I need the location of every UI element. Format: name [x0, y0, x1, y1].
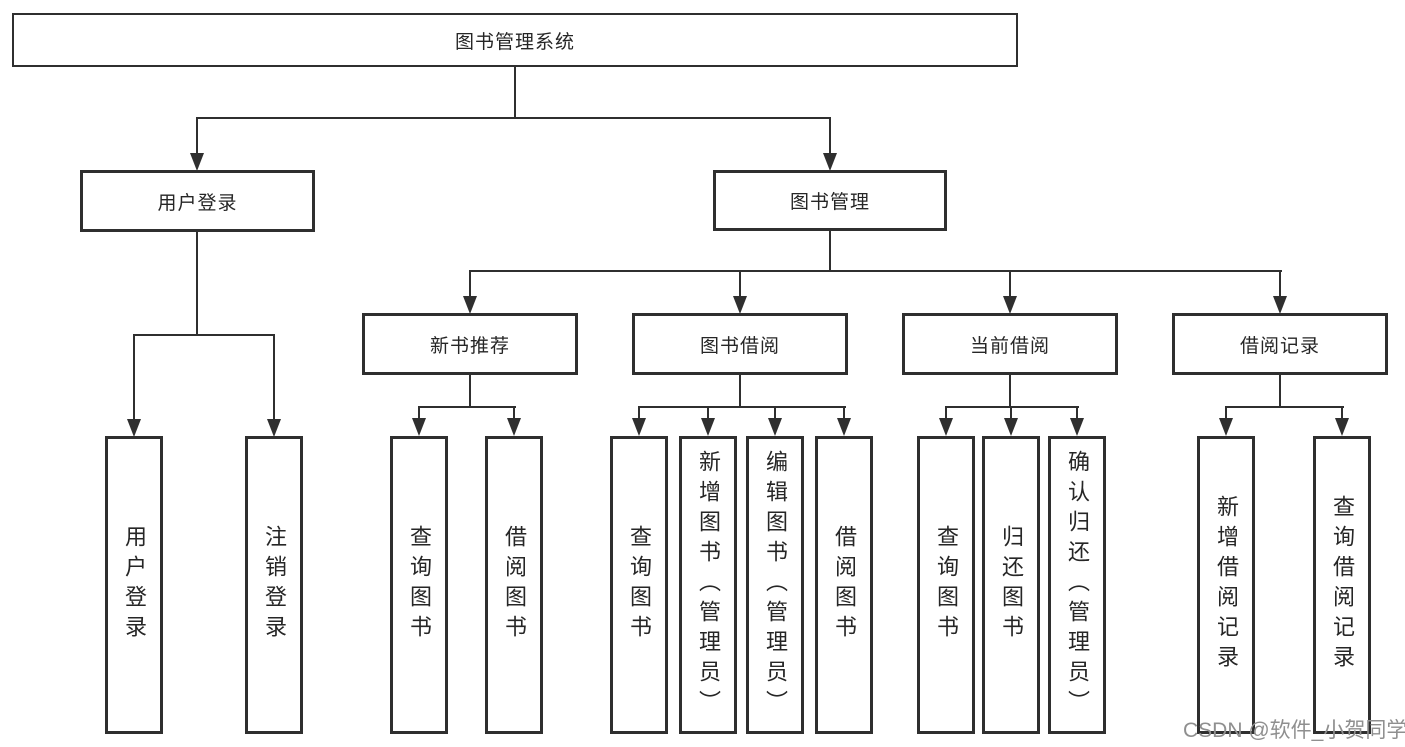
node-library-system: 图书管理系统: [12, 13, 1018, 67]
connector-line: [1279, 270, 1281, 297]
connector-arrowhead: [1335, 418, 1349, 436]
connector-line: [739, 270, 741, 297]
leaf-query-book-recommend: 查询图书: [390, 436, 448, 734]
connector-arrowhead: [1273, 296, 1287, 314]
connector-line: [196, 231, 198, 336]
connector-arrowhead: [733, 296, 747, 314]
leaf-query-borrow-record: 查询借阅记录: [1313, 436, 1371, 734]
leaf-return-book: 归还图书: [982, 436, 1040, 734]
leaf-borrow-book-recommend: 借阅图书: [485, 436, 543, 734]
connector-line: [829, 117, 831, 153]
connector-arrowhead: [701, 418, 715, 436]
connector-line: [1009, 374, 1011, 408]
connector-line: [739, 374, 741, 408]
node-user-login: 用户登录: [80, 170, 315, 232]
connector-line: [829, 231, 831, 272]
node-book-borrow: 图书借阅: [632, 313, 848, 375]
node-book-management: 图书管理: [713, 170, 947, 231]
leaf-query-book-borrow: 查询图书: [610, 436, 668, 734]
connector-line: [1225, 406, 1344, 408]
connector-line: [1010, 406, 1012, 420]
connector-arrowhead: [939, 418, 953, 436]
connector-line: [469, 374, 471, 408]
connector-arrowhead: [1070, 418, 1084, 436]
connector-line: [1341, 406, 1343, 420]
connector-line: [945, 406, 947, 420]
connector-arrowhead: [632, 418, 646, 436]
connector-arrowhead: [412, 418, 426, 436]
connector-line: [418, 406, 516, 408]
connector-line: [774, 406, 776, 420]
leaf-add-book-admin: 新增图书（管理员）: [679, 436, 737, 734]
leaf-confirm-return-admin: 确认归还（管理员）: [1048, 436, 1106, 734]
leaf-edit-book-admin: 编辑图书（管理员）: [746, 436, 804, 734]
leaf-borrow-book: 借阅图书: [815, 436, 873, 734]
connector-line: [196, 117, 198, 153]
leaf-logout: 注销登录: [245, 436, 303, 734]
node-new-book-recommend: 新书推荐: [362, 313, 578, 375]
connector-line: [1076, 406, 1078, 420]
connector-line: [513, 406, 515, 420]
connector-line: [1279, 374, 1281, 408]
connector-arrowhead: [1004, 418, 1018, 436]
connector-line: [638, 406, 846, 408]
connector-arrowhead: [768, 418, 782, 436]
connector-line: [514, 67, 516, 119]
connector-line: [469, 270, 471, 297]
connector-arrowhead: [507, 418, 521, 436]
connector-line: [1225, 406, 1227, 420]
leaf-user-login: 用户登录: [105, 436, 163, 734]
connector-line: [196, 117, 831, 119]
connector-line: [843, 406, 845, 420]
connector-arrowhead: [267, 419, 281, 437]
connector-line: [418, 406, 420, 420]
connector-line: [273, 334, 275, 419]
connector-arrowhead: [1003, 296, 1017, 314]
connector-arrowhead: [463, 296, 477, 314]
connector-line: [1009, 270, 1011, 297]
connector-arrowhead: [823, 153, 837, 171]
connector-line: [638, 406, 640, 420]
leaf-query-book-current: 查询图书: [917, 436, 975, 734]
connector-arrowhead: [127, 419, 141, 437]
leaf-add-borrow-record: 新增借阅记录: [1197, 436, 1255, 734]
watermark: CSDN @软件_小贺同学: [1183, 719, 1405, 742]
connector-line: [469, 270, 1282, 272]
connector-arrowhead: [1219, 418, 1233, 436]
connector-arrowhead: [190, 153, 204, 171]
node-borrow-records: 借阅记录: [1172, 313, 1388, 375]
connector-line: [945, 406, 1079, 408]
connector-line: [133, 334, 275, 336]
connector-line: [707, 406, 709, 420]
node-current-borrow: 当前借阅: [902, 313, 1118, 375]
connector-line: [133, 334, 135, 419]
connector-arrowhead: [837, 418, 851, 436]
